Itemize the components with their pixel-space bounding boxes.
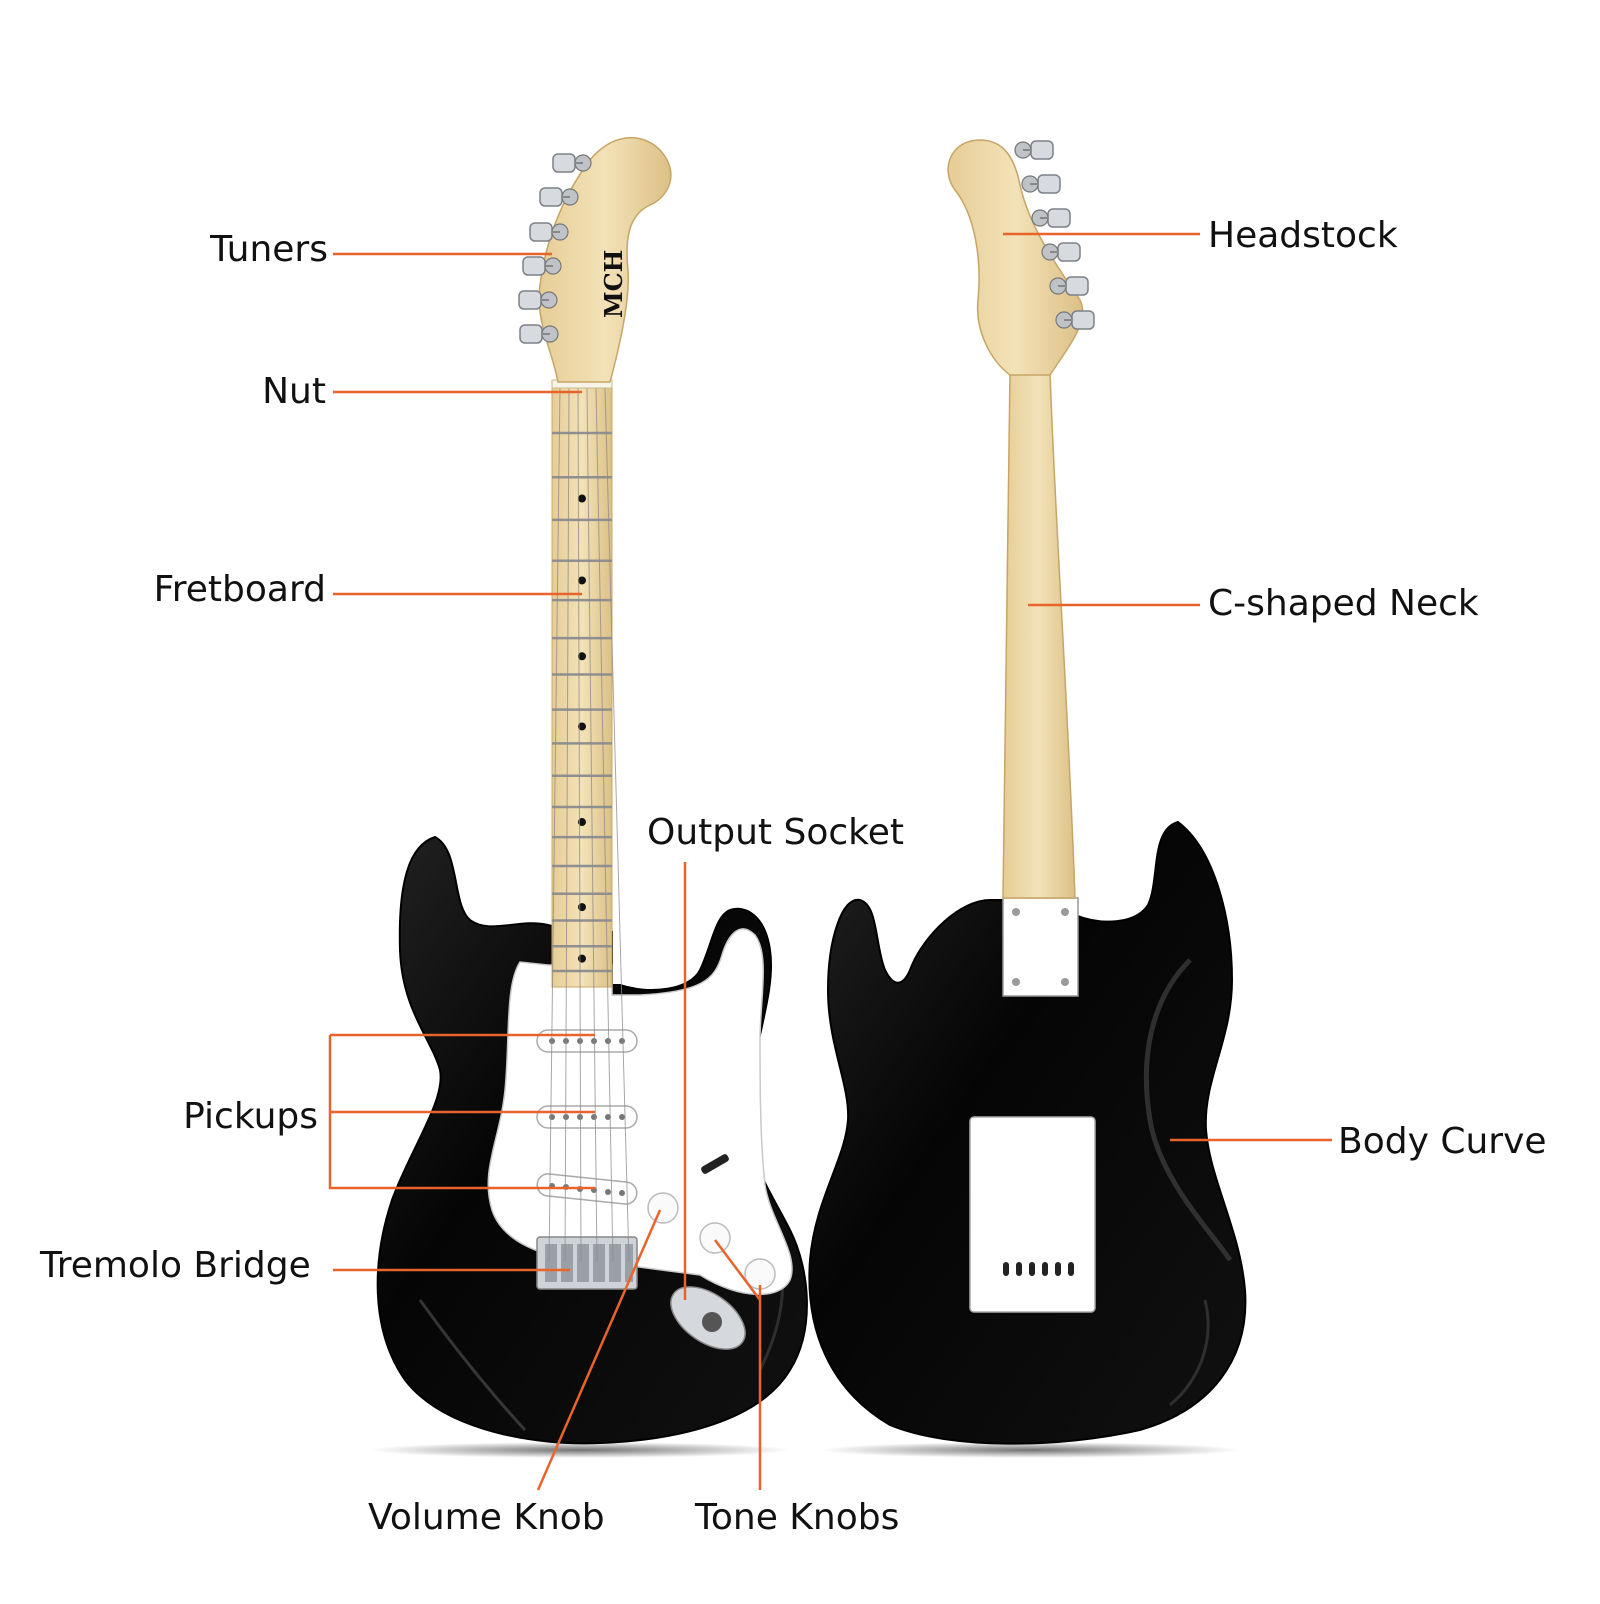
label-volume-knob: Volume Knob — [368, 1497, 605, 1538]
front-guitar: MCH — [376, 136, 808, 1445]
front-tuner-keys — [518, 153, 592, 344]
front-shadow — [370, 1442, 790, 1458]
headstock-logo: MCH — [599, 250, 628, 318]
back-guitar — [808, 139, 1247, 1445]
tremolo-cover — [969, 1116, 1096, 1313]
back-shadow — [820, 1442, 1240, 1458]
label-output-socket: Output Socket — [647, 812, 904, 853]
front-output-jack — [670, 1286, 746, 1350]
leader-lines — [328, 232, 1332, 1491]
label-nut: Nut — [262, 371, 326, 412]
label-tuners: Tuners — [210, 229, 328, 270]
fret-wires — [552, 431, 612, 973]
label-tremolo-bridge: Tremolo Bridge — [40, 1245, 311, 1286]
back-tuner-keys — [1014, 140, 1095, 330]
label-body-curve: Body Curve — [1338, 1121, 1547, 1162]
back-headstock — [947, 139, 1084, 376]
front-knobs — [647, 1154, 776, 1290]
back-neck — [1002, 371, 1076, 899]
label-tone-knobs: Tone Knobs — [695, 1497, 900, 1538]
front-bridge — [536, 1236, 638, 1290]
label-fretboard: Fretboard — [153, 569, 326, 610]
label-c-shaped-neck: C-shaped Neck — [1208, 583, 1479, 624]
pickguard — [487, 928, 793, 1296]
label-pickups: Pickups — [183, 1096, 318, 1137]
front-strings — [548, 386, 630, 1263]
label-headstock: Headstock — [1208, 215, 1398, 256]
